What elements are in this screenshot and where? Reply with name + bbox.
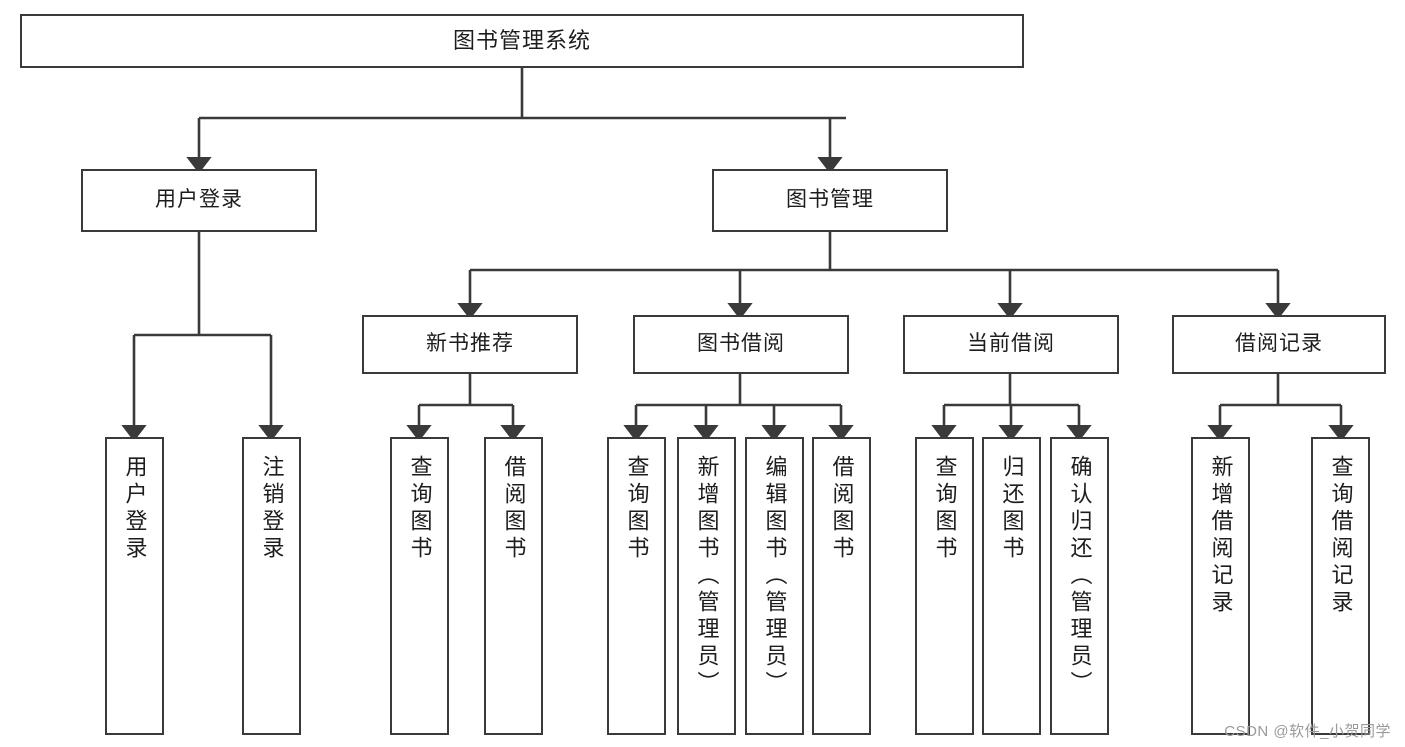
leaf-borrow-book-2[interactable]: 借阅图书 <box>812 437 871 735</box>
leaf-borrow-book-1[interactable]: 借阅图书 <box>484 437 543 735</box>
node-label: 确认归还（管理员） <box>1067 455 1093 698</box>
node-label: 查询图书 <box>407 455 433 563</box>
node-new-book-rec[interactable]: 新书推荐 <box>362 315 578 374</box>
leaf-query-book-2[interactable]: 查询图书 <box>607 437 666 735</box>
leaf-return-book[interactable]: 归还图书 <box>982 437 1041 735</box>
node-label: 查询图书 <box>932 455 958 563</box>
node-label: 编辑图书（管理员） <box>762 455 788 698</box>
node-label: 查询借阅记录 <box>1328 455 1354 617</box>
node-label: 用户登录 <box>122 455 148 563</box>
node-label: 新增图书（管理员） <box>694 455 720 698</box>
node-root[interactable]: 图书管理系统 <box>20 14 1024 68</box>
leaf-query-record[interactable]: 查询借阅记录 <box>1311 437 1370 735</box>
node-label: 新书推荐 <box>426 332 514 356</box>
leaf-confirm-return[interactable]: 确认归还（管理员） <box>1050 437 1109 735</box>
watermark: CSDN @软件_小贺同学 <box>1224 723 1391 740</box>
node-label: 图书管理系统 <box>452 28 591 54</box>
node-label: 借阅图书 <box>829 455 855 563</box>
node-label: 图书借阅 <box>697 332 785 356</box>
leaf-logout-login[interactable]: 注销登录 <box>242 437 301 735</box>
node-label: 新增借阅记录 <box>1208 455 1234 617</box>
leaf-add-record[interactable]: 新增借阅记录 <box>1191 437 1250 735</box>
node-label: 当前借阅 <box>967 332 1055 356</box>
leaf-query-book-3[interactable]: 查询图书 <box>915 437 974 735</box>
node-label: 借阅图书 <box>501 455 527 563</box>
leaf-edit-book[interactable]: 编辑图书（管理员） <box>745 437 804 735</box>
node-label: 查询图书 <box>624 455 650 563</box>
node-borrow-record[interactable]: 借阅记录 <box>1172 315 1386 374</box>
leaf-query-book-1[interactable]: 查询图书 <box>390 437 449 735</box>
node-label: 借阅记录 <box>1235 332 1323 356</box>
node-user-login[interactable]: 用户登录 <box>81 169 317 232</box>
leaf-add-book[interactable]: 新增图书（管理员） <box>677 437 736 735</box>
leaf-user-login[interactable]: 用户登录 <box>105 437 164 735</box>
node-book-borrow[interactable]: 图书借阅 <box>633 315 849 374</box>
node-label: 注销登录 <box>259 455 285 563</box>
node-label: 图书管理 <box>786 188 874 212</box>
node-label: 用户登录 <box>155 188 243 212</box>
node-label: 归还图书 <box>999 455 1025 563</box>
node-book-manage[interactable]: 图书管理 <box>712 169 948 232</box>
node-current-borrow[interactable]: 当前借阅 <box>903 315 1119 374</box>
